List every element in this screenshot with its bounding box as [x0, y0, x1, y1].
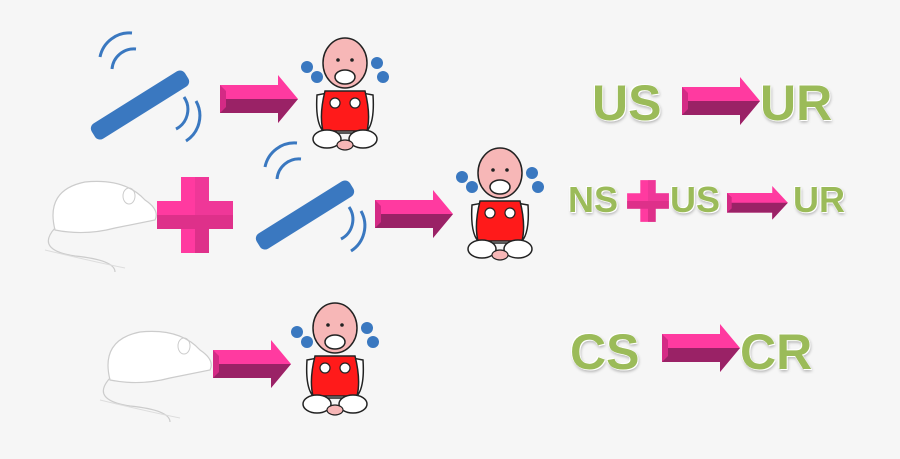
arrow-icon: [220, 75, 298, 123]
crying-baby-icon: [290, 302, 380, 416]
us-label: US: [670, 179, 721, 220]
arrow-icon: [727, 186, 788, 220]
cs-label: CS: [570, 324, 640, 380]
arrow-icon: [662, 324, 740, 372]
ur-label: UR: [760, 75, 833, 131]
ns-label: NS: [568, 179, 619, 220]
plus-icon: [157, 177, 233, 253]
plus-icon: [627, 180, 669, 222]
cr-label: CR: [740, 324, 813, 380]
rat-icon: [44, 180, 157, 273]
arrow-icon: [213, 340, 291, 388]
us-label: US: [592, 75, 662, 131]
ur-label: UR: [793, 179, 845, 220]
arrow-icon: [682, 77, 760, 125]
bell-icon: [252, 141, 367, 254]
crying-baby-icon: [300, 37, 390, 151]
crying-baby-icon: [455, 147, 545, 261]
arrow-icon: [375, 190, 453, 238]
rat-icon: [99, 330, 212, 423]
bell-icon: [87, 31, 202, 144]
